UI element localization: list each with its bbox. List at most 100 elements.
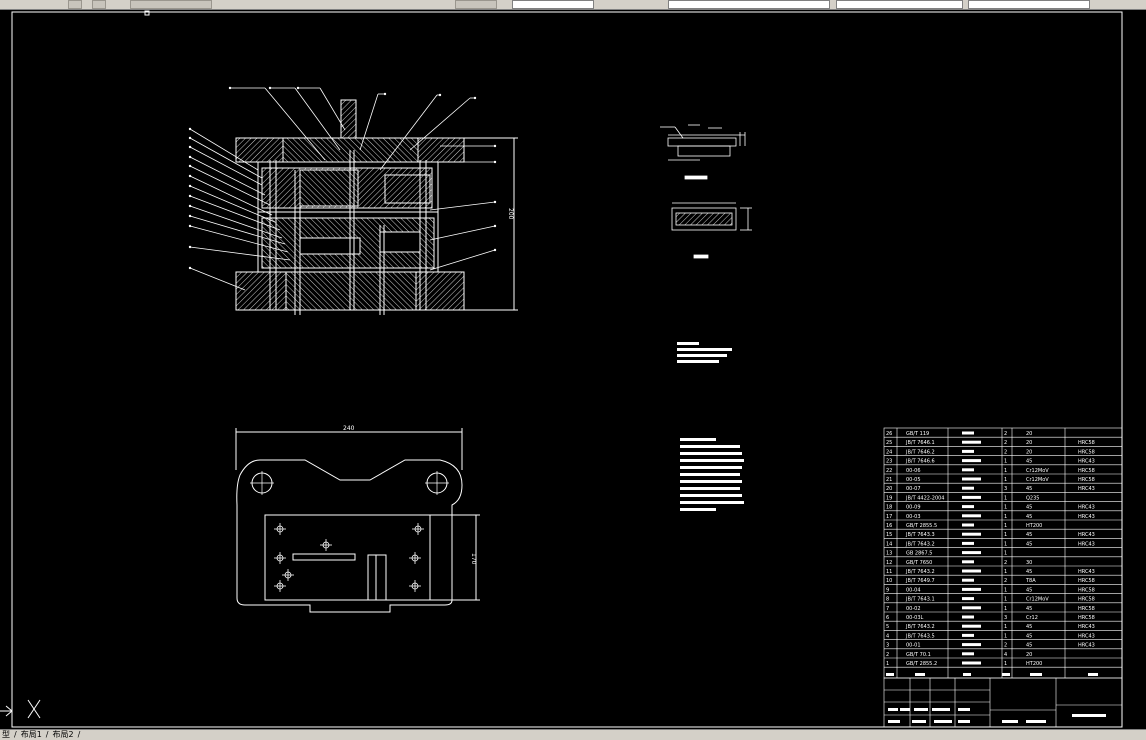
bom-cell-mat: 45	[1026, 643, 1032, 649]
bom-cell-note: HRC43	[1078, 569, 1095, 575]
color-dropdown[interactable]	[968, 0, 1090, 9]
bom-cell-no: 9	[886, 587, 889, 593]
bom-cell-no: 10	[886, 578, 892, 584]
bom-cell-note: HRC43	[1078, 459, 1095, 465]
bom-cell-no: 20	[886, 486, 892, 492]
bom-cell-name	[962, 459, 981, 463]
bom-cell-mat: 45	[1026, 505, 1032, 511]
bom-cell-name	[962, 514, 981, 518]
bom-cell-mat: 45	[1026, 541, 1032, 547]
drawing-border	[11, 11, 1123, 728]
tab-layout-2[interactable]: 布局2	[52, 730, 74, 739]
plan-view: 240 170	[235, 425, 480, 613]
layer-control-dropdown[interactable]	[130, 0, 212, 9]
snap-marker	[144, 10, 150, 16]
bom-cell-qty: 1	[1004, 633, 1007, 639]
bom-cell-name	[962, 440, 981, 444]
bom-cell-no: 19	[886, 495, 892, 501]
bom-cell-note: HRC43	[1078, 624, 1095, 630]
bom-cell-qty: 1	[1004, 514, 1007, 520]
bom-cell-qty: 1	[1004, 551, 1007, 557]
bom-cell-name	[962, 541, 974, 545]
bom-cell-code: GB/T 2855.2	[906, 661, 937, 667]
toolbar-button-3[interactable]	[455, 0, 497, 9]
bom-cell-code: JB/T 7643.2	[905, 624, 935, 630]
bom-cell-name	[962, 486, 974, 490]
bom-cell-qty: 2	[1004, 440, 1007, 446]
bom-cell-no: 24	[886, 449, 892, 455]
bom-cell-name	[962, 449, 974, 453]
bom-cell-code: GB/T 2855.5	[906, 523, 937, 529]
bom-cell-qty: 1	[1004, 523, 1007, 529]
bom-cell-note: HRC58	[1078, 578, 1095, 584]
bom-cell-note: HRC58	[1078, 449, 1095, 455]
bom-cell-note: HRC58	[1078, 440, 1095, 446]
bom-cell-mat: 45	[1026, 459, 1032, 465]
bom-cell-name	[962, 578, 974, 582]
bom-cell-qty: 3	[1004, 615, 1007, 621]
bom-cell-mat: 45	[1026, 624, 1032, 630]
bom-cell-note: HRC58	[1078, 468, 1095, 474]
bom-cell-mat: 45	[1026, 514, 1032, 520]
bom-cell-name	[962, 633, 974, 637]
dim-height-plan: 170	[470, 553, 477, 565]
ucs-icon	[0, 699, 41, 719]
bom-cell-code: GB/T 119	[906, 431, 929, 437]
bom-cell-note: HRC43	[1078, 643, 1095, 649]
bom-cell-code: JB/T 7646.6	[905, 459, 935, 465]
bom-cell-code: JB/T 7646.1	[905, 440, 935, 446]
bom-cell-name	[962, 643, 981, 647]
bom-cell-mat: Cr12MoV	[1026, 597, 1049, 603]
bom-cell-no: 17	[886, 514, 892, 520]
bom-cell-mat: 20	[1026, 652, 1032, 658]
bom-cell-qty: 1	[1004, 541, 1007, 547]
bom-cell-qty: 1	[1004, 569, 1007, 575]
bom-cell-name	[962, 477, 981, 481]
bom-cell-name	[962, 606, 981, 610]
main-section-view: 200	[188, 86, 518, 315]
bom-cell-no: 21	[886, 477, 892, 483]
bom-cell-code: 00-03L	[906, 615, 924, 621]
bom-cell-qty: 2	[1004, 578, 1007, 584]
bom-cell-qty: 1	[1004, 459, 1007, 465]
bom-cell-qty: 1	[1004, 606, 1007, 612]
toolbar-button-1[interactable]	[68, 0, 82, 9]
bom-cell-no: 5	[886, 624, 889, 630]
bom-cell-note: HRC58	[1078, 606, 1095, 612]
bom-cell-code: 00-03	[906, 514, 921, 520]
bom-cell-name	[962, 560, 974, 564]
plotstyle-dropdown[interactable]	[836, 0, 963, 9]
bom-cell-code: JB/T 7643.2	[905, 569, 935, 575]
bom-cell-note: HRC58	[1078, 477, 1095, 483]
bom-cell-name	[962, 468, 974, 472]
bom-cell-name	[962, 495, 981, 499]
bom-cell-code: JB/T 7646.2	[905, 449, 935, 455]
bom-cell-name	[962, 431, 974, 435]
bom-cell-note: HRC43	[1078, 633, 1095, 639]
bom-cell-mat: 45	[1026, 633, 1032, 639]
bom-cell-name	[962, 615, 974, 619]
linetype-dropdown[interactable]	[512, 0, 594, 9]
bom-cell-no: 7	[886, 606, 889, 612]
bom-cell-mat: 45	[1026, 486, 1032, 492]
drawing-canvas[interactable]: 200 240 170	[0, 10, 1146, 729]
tab-layout-1[interactable]: 布局1	[20, 730, 42, 739]
tab-model[interactable]: 型	[2, 730, 10, 739]
lineweight-dropdown[interactable]	[668, 0, 830, 9]
bom-cell-mat: Q235	[1026, 495, 1039, 501]
bom-cell-code: 00-01	[906, 643, 921, 649]
layout-tab-bar: 型/布局1/布局2/	[0, 729, 1146, 740]
bom-cell-mat: 20	[1026, 431, 1032, 437]
bom-cell-code: 00-05	[906, 477, 921, 483]
bom-cell-no: 23	[886, 459, 892, 465]
bom-cell-mat: 45	[1026, 606, 1032, 612]
toolbar-button-2[interactable]	[92, 0, 106, 9]
bom-cell-code: 00-02	[906, 606, 921, 612]
bom-cell-code: 00-04	[906, 587, 921, 593]
bom-cell-no: 25	[886, 440, 892, 446]
bom-cell-name	[962, 661, 981, 665]
bom-cell-qty: 1	[1004, 624, 1007, 630]
bom-cell-no: 14	[886, 541, 892, 547]
bom-cell-qty: 2	[1004, 431, 1007, 437]
bom-cell-code: JB/T 7643.1	[905, 597, 935, 603]
